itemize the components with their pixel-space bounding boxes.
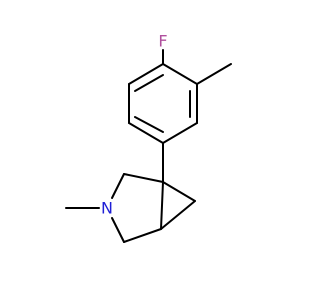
nitrogen-label: N (101, 199, 113, 218)
bond-cp-3 (160, 181, 164, 230)
molecule-diagram: F N (65, 32, 232, 243)
bond-cp-2 (160, 200, 196, 230)
bond-ring-bottom-right (162, 122, 198, 144)
bond-ring-top-right (162, 63, 198, 85)
bond-pyr-1 (123, 173, 164, 183)
bond-pyr-4 (123, 228, 162, 243)
bond-ring-methyl (196, 63, 232, 85)
fluorine-label: F (158, 32, 167, 51)
bond-ring-double-1 (134, 74, 164, 92)
bond-ring-top-left (128, 63, 164, 85)
bond-pyr-3 (111, 217, 125, 243)
bond-pyr-2 (111, 173, 125, 199)
bond-ring-bottom-left (128, 122, 164, 144)
structure-canvas: F N (65, 31, 232, 243)
bond-cp-1 (162, 181, 196, 202)
bond-ring-double-3 (134, 116, 164, 133)
